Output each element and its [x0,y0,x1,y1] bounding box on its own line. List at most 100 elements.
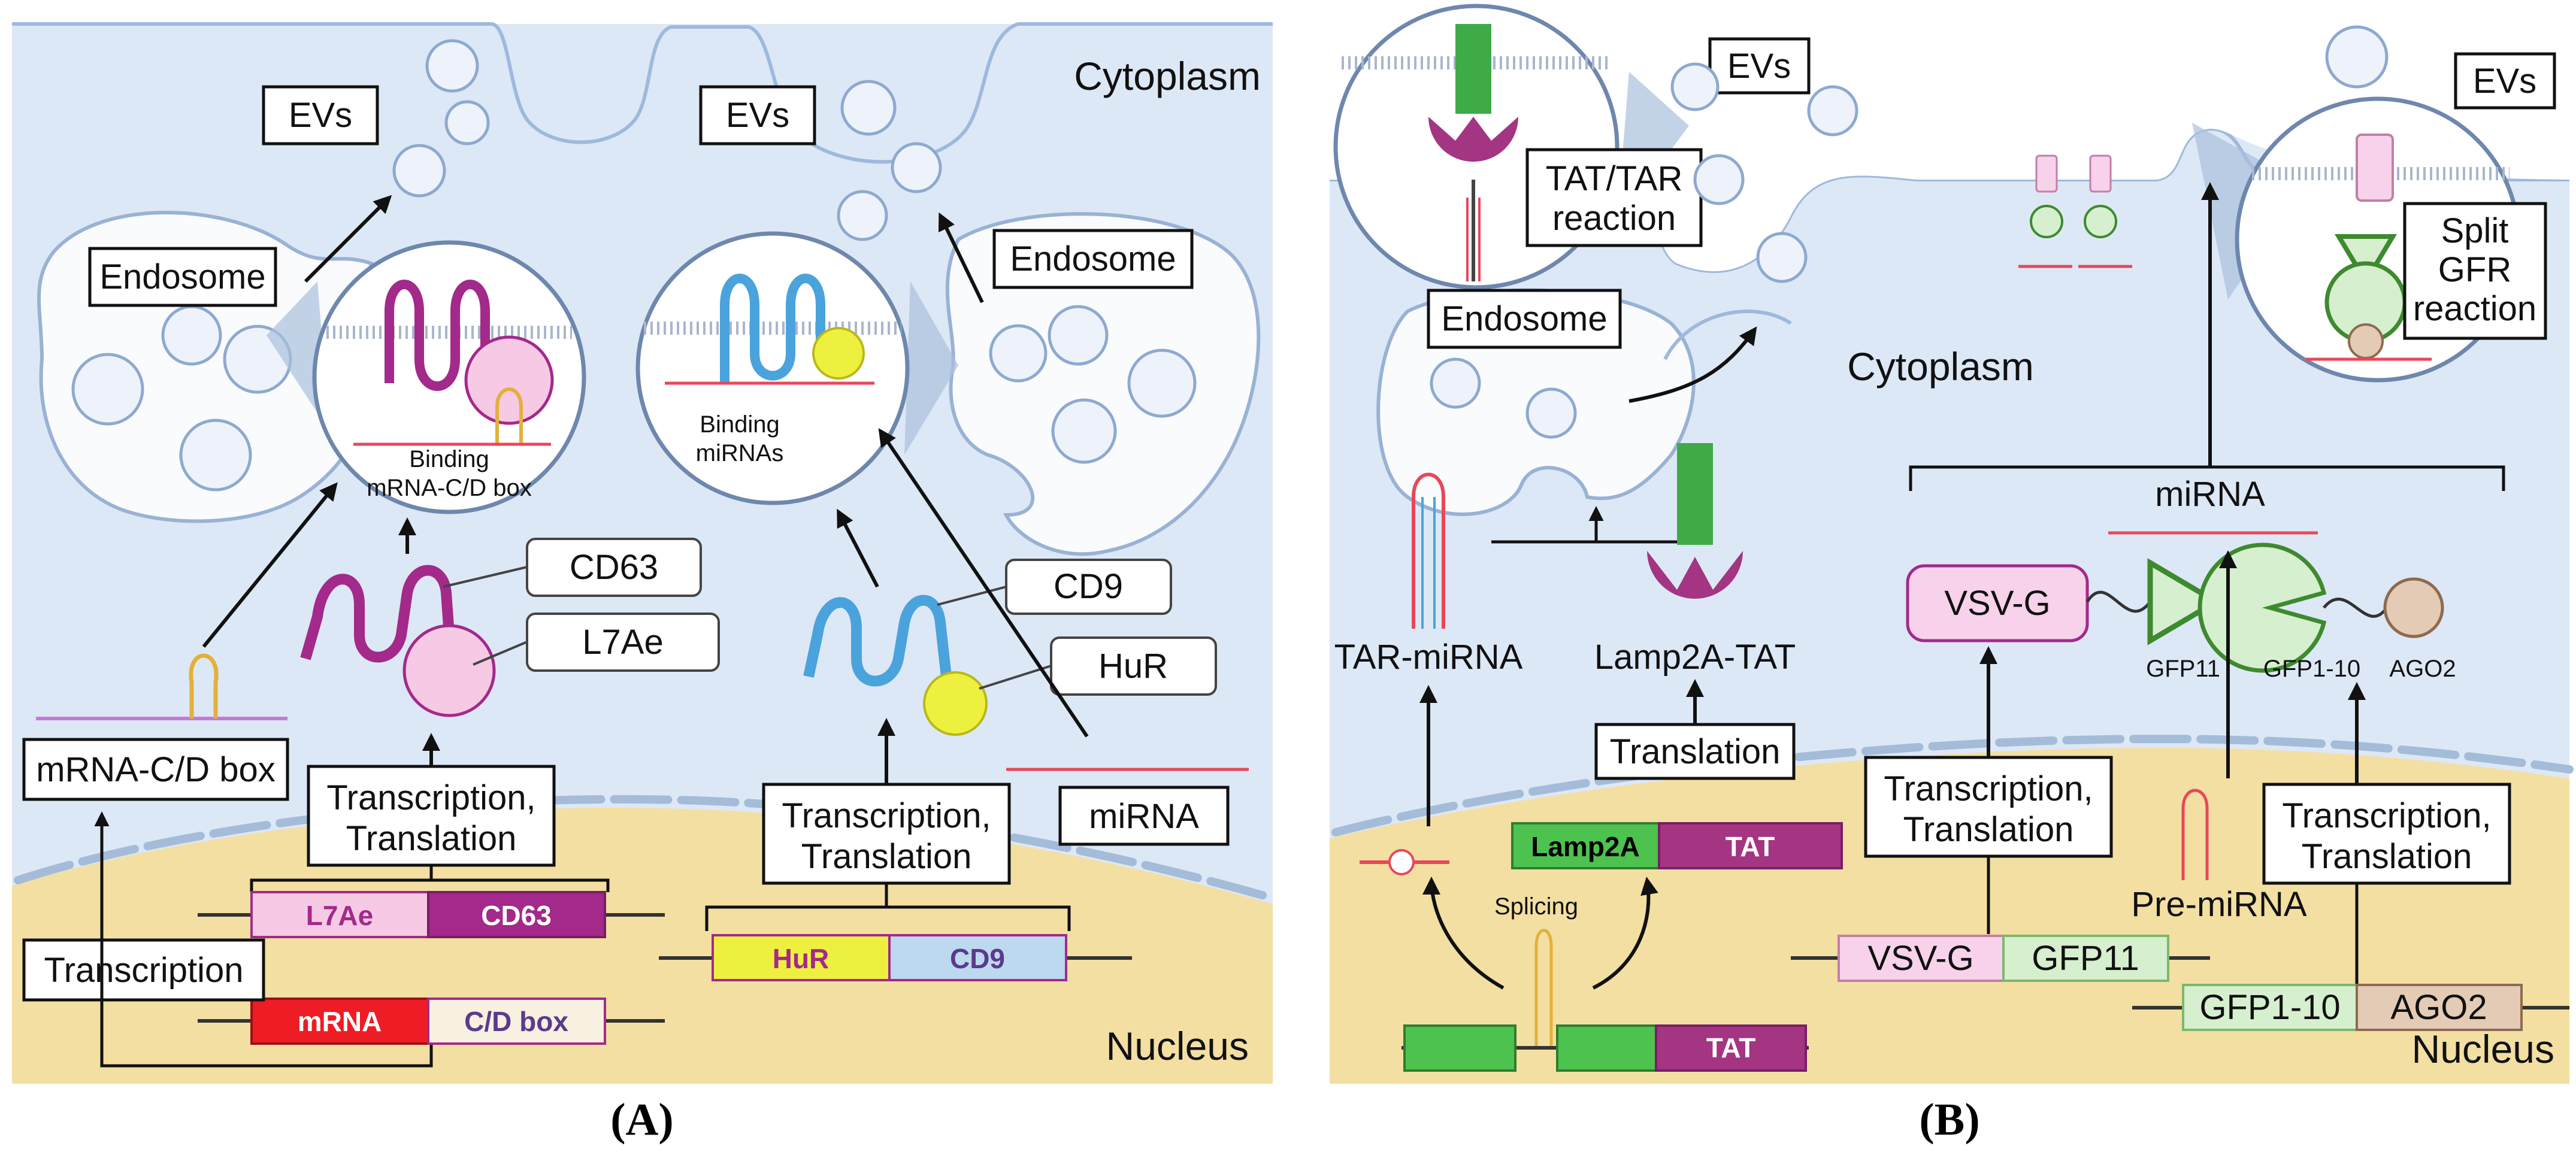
mirna-label-b: miRNA [2155,475,2265,514]
gene-hur-label: HuR [773,943,830,974]
gene-tat-block [1658,822,1843,869]
binding-mirna-label-2: miRNAs [696,440,784,466]
endosome-b-label: Endosome [1441,299,1607,338]
binding-mirna-label-1: Binding [700,411,779,438]
gene-tat-block-2 [1655,1024,1807,1072]
nucleus-label-a: Nucleus [1106,1024,1249,1068]
gene-mrna-label: mRNA [298,1006,382,1037]
ago2-protein [2383,577,2444,638]
tat-protein [1647,551,1743,599]
transcription-translation-b2-1: Transcription, [2282,796,2491,835]
splicing-label: Splicing [1494,893,1578,920]
transcription-translation-b-1: Transcription, [1884,769,2093,808]
hur-protein-zoom [812,327,865,380]
transcription-translation-right-2: Translation [801,837,972,876]
panel-a: Binding mRNA-C/D box Binding miRNAs EVs … [12,22,1277,1145]
pre-mirna-label: Pre-miRNA [2131,885,2307,924]
gene-tat-label-2: TAT [1706,1032,1756,1063]
intraluminal-vesicle [179,419,252,492]
transcription-label: Transcription [44,951,243,990]
tar-mirna-hairpin-inner [1421,497,1436,629]
vsvg-small [2089,154,2112,193]
tar-mirna-hairpin [1412,472,1445,629]
gene-vsvg-label: VSV-G [1867,939,1973,978]
lamp2a-zoom-stalk [1455,24,1491,114]
ev-vesicle [1756,232,1808,283]
gfp-small [2084,205,2117,238]
gene-mrna-block [250,998,429,1045]
ev-vesicle [840,80,897,136]
gfp11-protein [2147,558,2221,645]
intraluminal-vesicle [1127,348,1197,418]
transcription-translation-b2-2: Translation [2302,837,2472,876]
transcription-translation-box-left [307,765,556,867]
gene-gfp1-10-block [2182,984,2358,1031]
gfp-ago2-linker [2323,598,2389,618]
mrna-cd-box-hairpin [189,653,219,719]
binding-mrna-label-1: Binding [409,446,489,472]
endosome-right-label: Endosome [1010,240,1176,278]
ev-vesicle [837,190,888,241]
arrow-to-zoom-left-from-mrna [202,482,338,648]
lamp2a-tat-label: Lamp2A-TAT [1594,638,1796,677]
mirna-label-a: miRNA [1089,797,1199,836]
gfp11-label: GFP11 [2146,656,2220,682]
ev-vesicle [444,100,490,145]
translation-label: Translation [1610,732,1781,771]
split-gfr-label-2: GFR [2438,250,2511,289]
cd63-protein [385,280,490,391]
tar-lamp-bracket [1491,509,1701,544]
gene-lamp2a-label: Lamp2A [1531,831,1639,862]
gene-tat-label: TAT [1726,831,1775,862]
split-gfr-label-1: Split [2441,211,2509,250]
intraluminal-vesicle [1048,305,1109,366]
panel-b-nuclear-envelope [1331,735,2574,836]
arrow-mirna-to-zoom [878,428,1089,738]
gene-gfp1-10-label: GFP1-10 [2199,988,2340,1027]
ev-vesicle [1430,357,1481,409]
intraluminal-vesicle [161,305,222,366]
lamp2a-stalk [1677,443,1713,545]
cytoplasm-label-b: Cytoplasm [1847,344,2034,389]
transcription-translation-b2-box [2262,783,2511,885]
ev-vesicle [1670,62,1720,111]
hur-label: HuR [1098,647,1168,686]
cd9-label: CD9 [1054,567,1123,606]
splicing-arrow-right [1592,877,1658,990]
intraluminal-vesicle [71,353,144,426]
zoom-circle-right [635,231,910,505]
transcription-translation-right-1: Transcription, [782,796,991,835]
gfp-small [2030,205,2063,238]
gene-exon-1 [1403,1024,1516,1072]
panel-a-plasma-membrane [12,22,1273,164]
mirna-label-box [1058,786,1230,846]
spliced-mirna-loop [1388,849,1415,875]
l7ae-protein [464,335,554,425]
arrow-to-zoom-right [837,508,879,588]
panel-b: TAT/TAR reaction EVs EVs Endosome Split … [1329,0,2574,1145]
pre-mirna-hairpin [2181,789,2209,880]
gene-exon-2 [1556,1024,1657,1072]
evs-right-box [699,85,816,145]
evs-right-label: EVs [726,96,789,135]
endosome-left-box [88,247,277,307]
cytoplasm-label-a: Cytoplasm [1074,54,1261,98]
transcription-translation-left-1: Transcription, [326,778,535,817]
gene-gfp11-label: GFP11 [2032,939,2139,978]
splicing-hairpin [1534,929,1553,1048]
mrna-hairpin [495,387,523,443]
transcription-translation-b-box [1864,756,2113,858]
zoom-wedge-right [904,281,958,455]
endosome-right-shape [945,212,1261,556]
gene-cd-box-block [427,998,606,1045]
cd63-protein-main [300,565,455,663]
hur-protein-main [923,671,988,736]
mrna-cd-box-label: mRNA-C/D box [36,750,276,789]
cd63-label: CD63 [570,548,658,587]
endosome-b-box [1427,289,1622,349]
cd9-protein-zoom [720,274,825,383]
ev-vesicle [891,142,942,193]
gene-lamp2a-block [1511,822,1660,869]
ev-vesicle [1807,85,1858,137]
evs-b-right-box [2454,52,2556,110]
